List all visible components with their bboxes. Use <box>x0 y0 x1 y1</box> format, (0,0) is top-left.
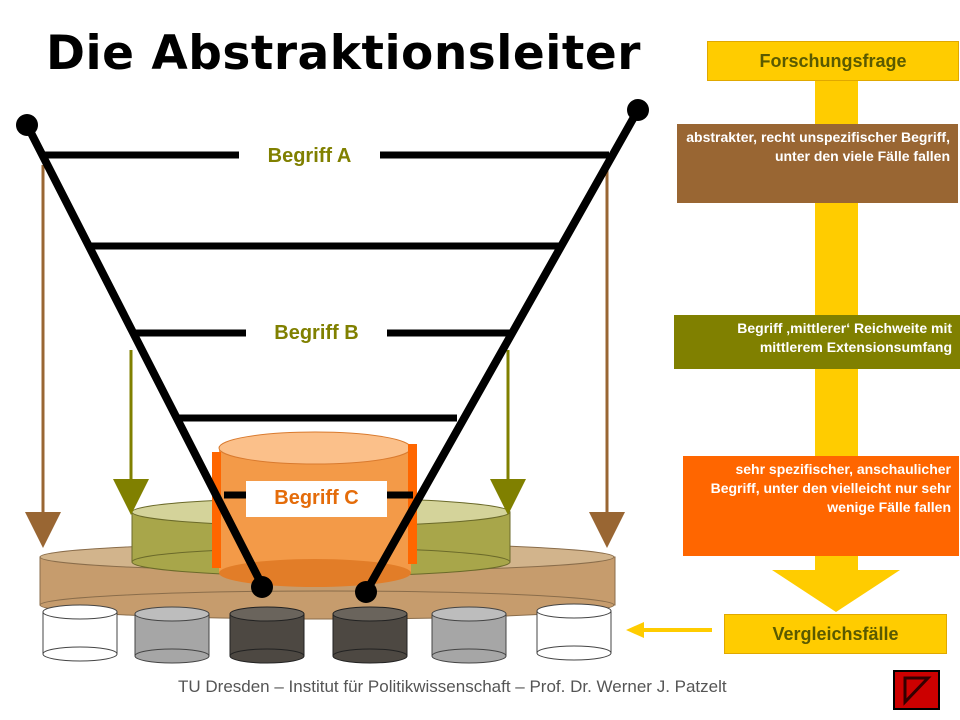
research-question-box: Forschungsfrage <box>707 41 959 81</box>
case-cylinder-4 <box>332 606 408 664</box>
footer-text: TU Dresden – Institut für Politikwissens… <box>178 677 727 696</box>
case-cylinder-6 <box>536 603 612 661</box>
comparison-cases-box: Vergleichsfälle <box>724 614 947 654</box>
page-title: Die Abstraktionsleiter <box>46 26 641 81</box>
begriff-b-label: Begriff B <box>246 316 387 352</box>
case-cylinder-3 <box>229 606 305 664</box>
abstract-concept-box: abstrakter, recht unspezifischer Begriff… <box>677 124 958 203</box>
leg-end-bottom-right <box>355 581 377 603</box>
begriff-a-label: Begriff A <box>239 139 380 175</box>
leg-end-top-left <box>16 114 38 136</box>
case-cylinder-5 <box>431 606 507 664</box>
ladder-legs <box>23 106 642 596</box>
previous-arrow-icon <box>903 676 932 706</box>
ladder-leg-left <box>23 121 266 589</box>
case-cylinder-2 <box>134 606 210 664</box>
leg-end-bottom-left <box>251 576 273 598</box>
leg-end-top-right <box>627 99 649 121</box>
previous-slide-button[interactable] <box>893 670 940 710</box>
ladder-leg-right <box>362 106 642 596</box>
middle-range-concept-box: Begriff ‚mittlerer‘ Reichweite mit mittl… <box>674 315 960 369</box>
case-cylinder-1 <box>42 604 118 662</box>
specific-concept-box: sehr spezifischer, anschaulicher Begriff… <box>683 456 959 556</box>
yellow-left-arrow <box>626 622 712 638</box>
begriff-c-label: Begriff C <box>246 481 387 517</box>
case-cylinders <box>42 603 612 664</box>
